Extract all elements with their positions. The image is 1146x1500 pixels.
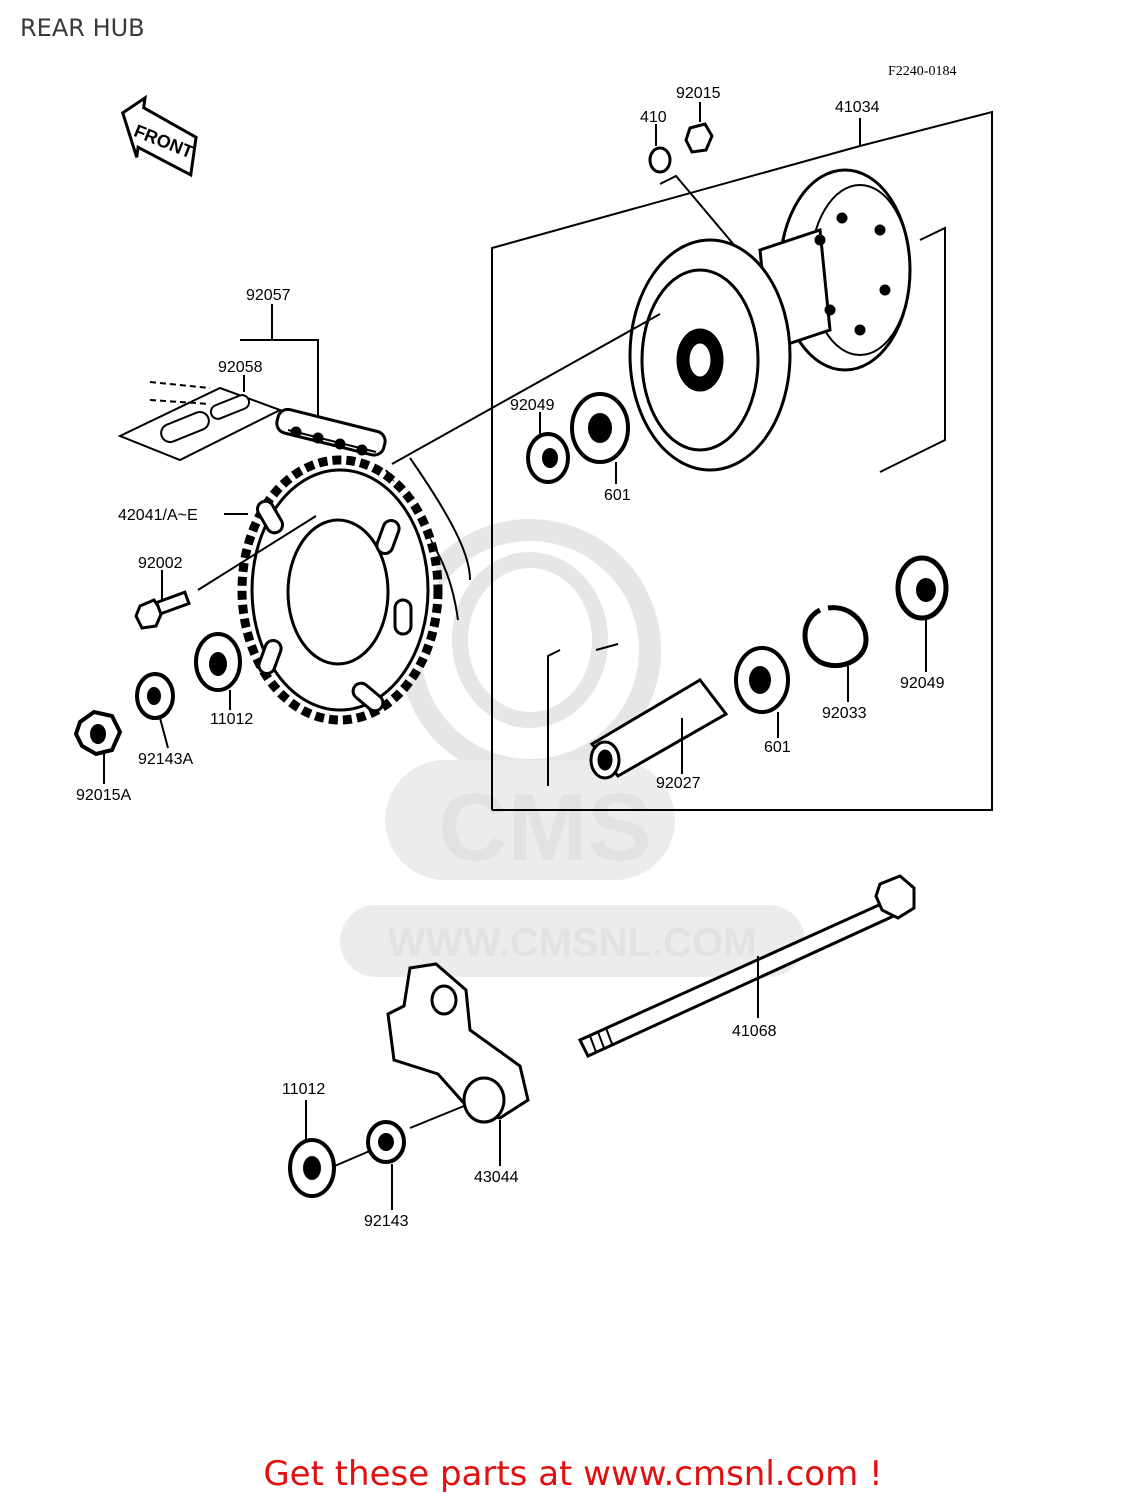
rear-hub-diagram: CMS WWW.CMSNL.COM FRONT bbox=[73, 85, 993, 1230]
page-title: REAR HUB bbox=[20, 14, 145, 42]
rear-hub-body bbox=[628, 168, 912, 472]
spacer-92027 bbox=[589, 678, 729, 780]
nut-92015 bbox=[684, 122, 714, 154]
label-42041: 42041/A~E bbox=[118, 507, 198, 524]
label-92049-right: 92049 bbox=[900, 675, 945, 692]
footer-promo-text: Get these parts at www.cmsnl.com ! bbox=[263, 1454, 883, 1494]
label-92057: 92057 bbox=[246, 287, 291, 304]
hub-assembly-box bbox=[491, 110, 993, 811]
watermark-logo: CMS bbox=[438, 774, 651, 881]
bolt-92002 bbox=[134, 590, 191, 630]
sprocket-42041 bbox=[237, 455, 443, 725]
label-92143: 92143 bbox=[364, 1213, 409, 1230]
label-41034: 41034 bbox=[835, 99, 880, 116]
circlip-92033 bbox=[802, 605, 869, 669]
label-11012-bottom: 11012 bbox=[282, 1081, 325, 1098]
cms-watermark: CMS WWW.CMSNL.COM bbox=[340, 519, 805, 977]
master-link-92058 bbox=[117, 381, 283, 462]
label-43044: 43044 bbox=[474, 1169, 519, 1186]
label-92143A: 92143A bbox=[138, 751, 193, 768]
label-92049-top: 92049 bbox=[510, 397, 555, 414]
label-92015: 92015 bbox=[676, 85, 721, 102]
washer-410 bbox=[648, 146, 672, 174]
label-92033: 92033 bbox=[822, 705, 867, 722]
watermark-url: WWW.CMSNL.COM bbox=[388, 921, 757, 965]
axle-41068 bbox=[577, 874, 916, 1058]
front-arrow: FRONT bbox=[120, 94, 198, 178]
leader-lines bbox=[103, 102, 927, 1210]
label-92058: 92058 bbox=[218, 359, 263, 376]
label-92027: 92027 bbox=[656, 775, 701, 792]
caliper-bracket-43044 bbox=[386, 962, 530, 1124]
label-41068: 41068 bbox=[732, 1023, 777, 1040]
label-601-top: 601 bbox=[604, 487, 631, 504]
figure-code: F2240-0184 bbox=[888, 64, 957, 79]
label-410: 410 bbox=[640, 109, 667, 126]
label-92015A: 92015A bbox=[76, 787, 131, 804]
chain-92057 bbox=[275, 407, 387, 457]
label-601-bottom: 601 bbox=[764, 739, 791, 756]
label-11012-top: 11012 bbox=[210, 711, 253, 728]
label-92002: 92002 bbox=[138, 555, 183, 572]
